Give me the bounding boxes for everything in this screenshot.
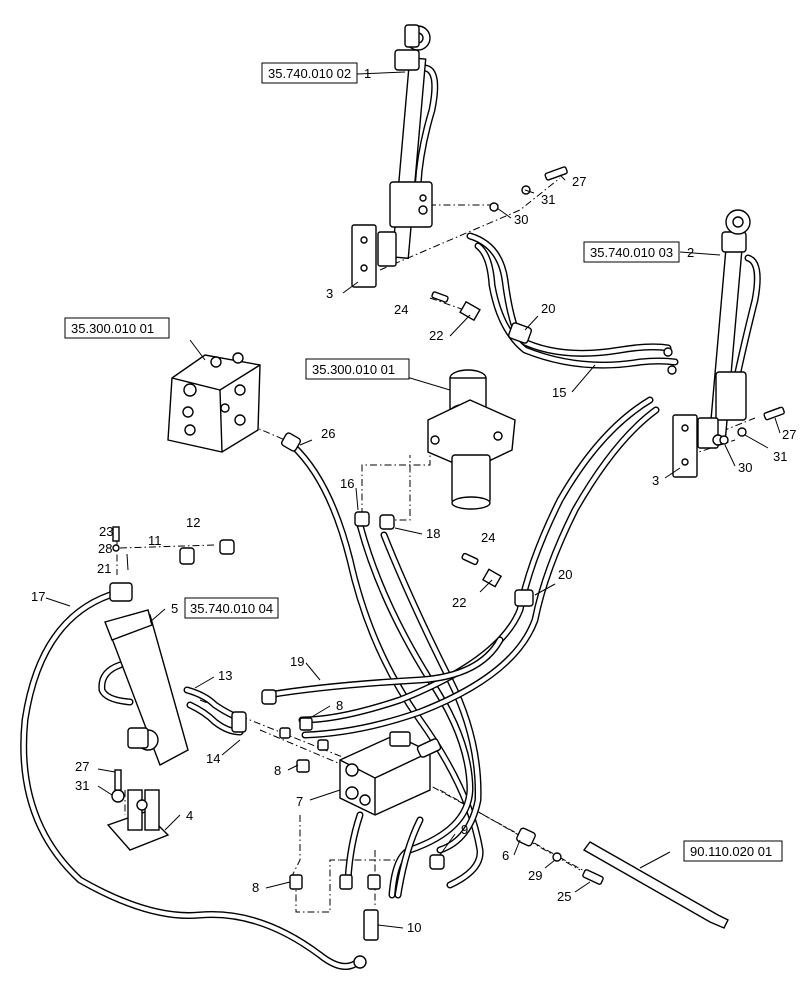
callout-25: 25: [557, 889, 571, 904]
callout-29: 29: [528, 868, 542, 883]
ref-rod: 90.110.020 01: [690, 844, 772, 859]
callout-27: 27: [75, 759, 89, 774]
callout-5: 5: [171, 601, 178, 616]
callout-31: 31: [75, 778, 89, 793]
ref-lever: 35.740.010 04: [190, 601, 273, 616]
callout-27: 27: [572, 174, 586, 189]
callout-17: 17: [31, 589, 45, 604]
callout-28: 28: [98, 541, 112, 556]
callout-3: 3: [652, 473, 659, 488]
control-valve: [339, 731, 442, 816]
callout-8: 8: [274, 763, 281, 778]
callout-13: 13: [218, 668, 232, 683]
callout-26: 26: [321, 426, 335, 441]
callout-20: 20: [558, 567, 572, 582]
callout-21: 21: [97, 561, 111, 576]
callout-6: 6: [502, 848, 509, 863]
callout-24: 24: [394, 302, 408, 317]
callout-8: 8: [336, 698, 343, 713]
callout-30: 30: [738, 460, 752, 475]
callout-1: 1: [364, 66, 371, 81]
callout-16: 16: [340, 476, 354, 491]
callout-numbers: 1 2 3 3 4 5 6 7 8 8 8 9 10 11 12 13 14 1…: [31, 66, 796, 935]
callout-8: 8: [252, 880, 259, 895]
callout-31: 31: [541, 192, 555, 207]
callout-9: 9: [461, 822, 468, 837]
ref-top-cylinder: 35.740.010 02: [268, 66, 351, 81]
lift-cylinder-2: [663, 209, 751, 478]
ref-left-valve: 35.300.010 01: [71, 321, 154, 336]
callout-22: 22: [452, 595, 466, 610]
callout-23: 23: [99, 524, 113, 539]
fittings: [109, 166, 785, 969]
ref-center-valve: 35.300.010 01: [312, 362, 395, 377]
control-rod: [582, 841, 729, 929]
mounting-bracket: [106, 789, 170, 851]
leader-lines: [45, 71, 781, 929]
callout-22: 22: [429, 328, 443, 343]
control-lever: [104, 609, 189, 766]
callout-3: 3: [326, 286, 333, 301]
callout-20: 20: [541, 301, 555, 316]
callout-15: 15: [552, 385, 566, 400]
assembly-lines: [116, 177, 756, 913]
callout-18: 18: [426, 526, 440, 541]
callout-10: 10: [407, 920, 421, 935]
callout-11: 11: [148, 533, 162, 548]
valve-block-left: [167, 352, 261, 453]
ref-right-cylinder: 35.740.010 03: [590, 245, 673, 260]
callout-2: 2: [687, 245, 694, 260]
valve-center: [427, 369, 516, 510]
callout-7: 7: [296, 794, 303, 809]
callout-30: 30: [514, 212, 528, 227]
callout-27: 27: [782, 427, 796, 442]
callout-12: 12: [186, 515, 200, 530]
callout-19: 19: [290, 654, 304, 669]
callout-14: 14: [206, 751, 220, 766]
callout-4: 4: [186, 808, 193, 823]
reference-boxes: 35.740.010 02 35.740.010 03 35.300.010 0…: [64, 62, 783, 862]
callout-31: 31: [773, 449, 787, 464]
lift-cylinder-1: [351, 24, 433, 288]
callout-24: 24: [481, 530, 495, 545]
